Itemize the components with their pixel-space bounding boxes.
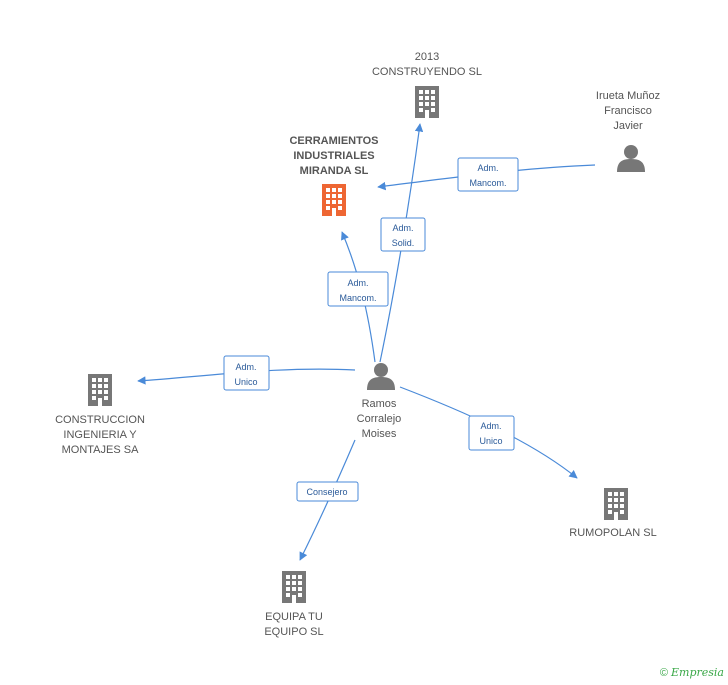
role-label-ramos-construyendo: Adm. Solid. — [380, 217, 426, 252]
role-label-ramos-equipa: Consejero — [296, 481, 359, 502]
svg-text:Francisco: Francisco — [604, 105, 652, 117]
role-label-ramos-cerramientos: Adm. Mancom. — [327, 271, 389, 307]
svg-text:Moises: Moises — [362, 428, 397, 440]
svg-text:Corralejo: Corralejo — [357, 413, 402, 425]
svg-text:RUMOPOLAN SL: RUMOPOLAN SL — [569, 527, 656, 539]
node-irueta[interactable]: Irueta Muñoz Francisco Javier — [596, 90, 660, 172]
node-equipa[interactable]: EQUIPA TU EQUIPO SL — [264, 571, 324, 638]
building-icon — [415, 86, 439, 118]
svg-text:CERRAMIENTOS: CERRAMIENTOS — [289, 135, 378, 147]
svg-text:Ramos: Ramos — [362, 398, 397, 410]
svg-text:Unico: Unico — [234, 377, 257, 387]
svg-text:EQUIPA TU: EQUIPA TU — [265, 611, 323, 623]
node-rumopolan[interactable]: RUMOPOLAN SL — [569, 488, 657, 539]
role-label-ramos-construccion: Adm. Unico — [223, 355, 270, 391]
node-cerramientos[interactable]: CERRAMIENTOS INDUSTRIALES MIRANDA SL — [289, 135, 379, 216]
svg-text:2013: 2013 — [415, 51, 439, 63]
svg-text:Mancom.: Mancom. — [339, 293, 376, 303]
building-icon — [604, 488, 628, 520]
role-label-ramos-rumopolan: Adm. Unico — [468, 415, 515, 451]
building-icon — [282, 571, 306, 603]
svg-text:INDUSTRIALES: INDUSTRIALES — [293, 150, 374, 162]
svg-text:Adm.: Adm. — [235, 362, 256, 372]
empresia-logo[interactable]: Empresia — [671, 666, 724, 679]
building-icon — [88, 374, 112, 406]
copyright-footer: © Empresia — [660, 666, 724, 679]
node-construyendo[interactable]: 2013 CONSTRUYENDO SL — [372, 51, 482, 118]
svg-text:MIRANDA SL: MIRANDA SL — [300, 165, 369, 177]
person-icon — [367, 363, 395, 390]
svg-text:Adm.: Adm. — [347, 278, 368, 288]
svg-text:CONSTRUCCION: CONSTRUCCION — [55, 414, 145, 426]
svg-text:MONTAJES SA: MONTAJES SA — [62, 444, 139, 456]
svg-text:INGENIERIA Y: INGENIERIA Y — [63, 429, 137, 441]
svg-text:Javier: Javier — [613, 120, 643, 132]
node-ramos[interactable]: Ramos Corralejo Moises — [357, 363, 402, 440]
svg-text:Adm.: Adm. — [480, 421, 501, 431]
svg-text:Adm.: Adm. — [392, 223, 413, 233]
svg-text:Irueta Muñoz: Irueta Muñoz — [596, 90, 660, 102]
svg-text:EQUIPO SL: EQUIPO SL — [264, 626, 323, 638]
person-icon — [617, 145, 645, 172]
svg-text:Consejero: Consejero — [306, 487, 347, 497]
svg-text:Solid.: Solid. — [392, 238, 415, 248]
node-construccion[interactable]: CONSTRUCCION INGENIERIA Y MONTAJES SA — [55, 374, 145, 456]
svg-text:Mancom.: Mancom. — [469, 178, 506, 188]
svg-text:Adm.: Adm. — [477, 163, 498, 173]
copyright-symbol: © — [659, 667, 668, 679]
svg-text:CONSTRUYENDO SL: CONSTRUYENDO SL — [372, 66, 482, 78]
building-icon — [322, 184, 346, 216]
role-label-irueta-cerramientos: Adm. Mancom. — [457, 157, 519, 192]
svg-text:Unico: Unico — [479, 436, 502, 446]
